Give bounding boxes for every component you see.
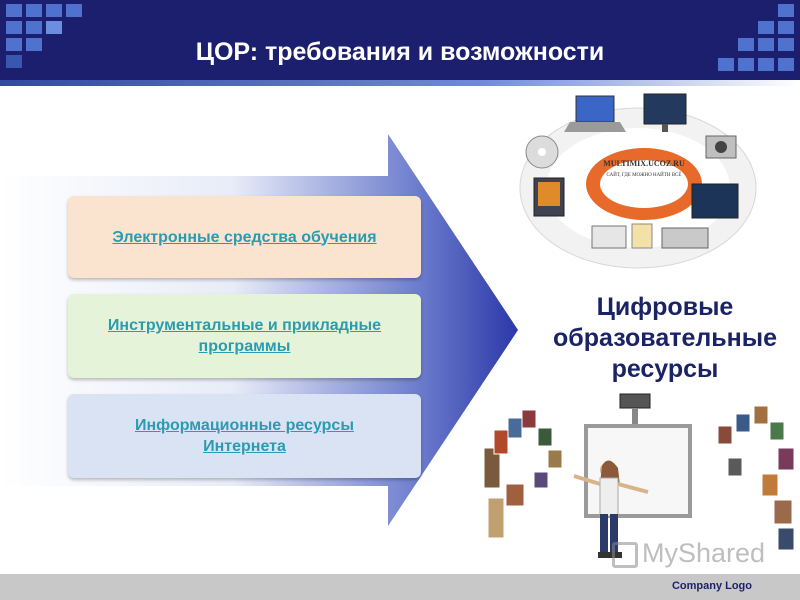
decor-square — [6, 55, 22, 68]
multimedia-badge-subtitle: САЙТ, ГДЕ МОЖНО НАЙТИ ВСЁ — [607, 172, 682, 178]
decor-square — [6, 4, 22, 17]
instrumental-programs-link[interactable]: Инструментальные и прикладные программы — [108, 315, 381, 357]
decor-square — [66, 4, 82, 17]
digital-resources-heading: Цифровые образовательные ресурсы — [535, 292, 795, 385]
decor-square — [738, 38, 754, 51]
company-logo-text: Company Logo — [671, 580, 752, 592]
decor-square — [778, 58, 794, 71]
decor-square — [26, 4, 42, 17]
instrumental-programs-box[interactable]: Инструментальные и прикладные программы — [68, 294, 421, 378]
decor-square — [46, 4, 62, 17]
resources-line: образовательные — [553, 324, 777, 352]
header-bar: ЦОР: требования и возможности — [0, 0, 800, 80]
resources-line: ресурсы — [611, 355, 719, 383]
internet-resources-box[interactable]: Информационные ресурсы Интернета — [68, 394, 421, 478]
multimedia-devices-image: MULTIMIX.UCOZ.RU САЙТ, ГДЕ МОЖНО НАЙТИ В… — [519, 93, 757, 269]
decor-square — [758, 38, 774, 51]
internet-resources-link[interactable]: Информационные ресурсы Интернета — [135, 415, 354, 457]
decor-square — [46, 21, 62, 34]
decor-square — [758, 58, 774, 71]
decor-square — [6, 38, 22, 51]
resources-line: Цифровые — [596, 293, 734, 321]
decor-square — [26, 38, 42, 51]
decor-square — [6, 21, 22, 34]
watermark-text: MyShared — [642, 538, 766, 568]
myshared-logo-icon — [612, 541, 638, 568]
link-line: Инструментальные и прикладные — [107, 317, 382, 334]
myshared-watermark: MyShared — [612, 538, 765, 569]
decor-square — [738, 58, 754, 71]
link-line: Интернета — [203, 438, 286, 455]
decor-square — [718, 58, 734, 71]
decor-square — [26, 21, 42, 34]
decor-square — [778, 38, 794, 51]
electronic-learning-tools-link[interactable]: Электронные средства обучения — [112, 228, 377, 246]
link-line: Информационные ресурсы — [135, 417, 354, 434]
decor-square — [778, 4, 794, 17]
link-line: программы — [198, 338, 291, 355]
interactive-whiteboard-image — [483, 393, 795, 558]
header-accent-bar — [0, 80, 800, 86]
page-title: ЦОР: требования и возможности — [195, 38, 605, 66]
decor-square — [758, 21, 774, 34]
multimedia-badge-title: MULTIMIX.UCOZ.RU — [603, 159, 685, 168]
footer-bar: Company Logo — [0, 574, 800, 600]
electronic-learning-tools-box[interactable]: Электронные средства обучения — [68, 196, 421, 278]
decor-square — [778, 21, 794, 34]
